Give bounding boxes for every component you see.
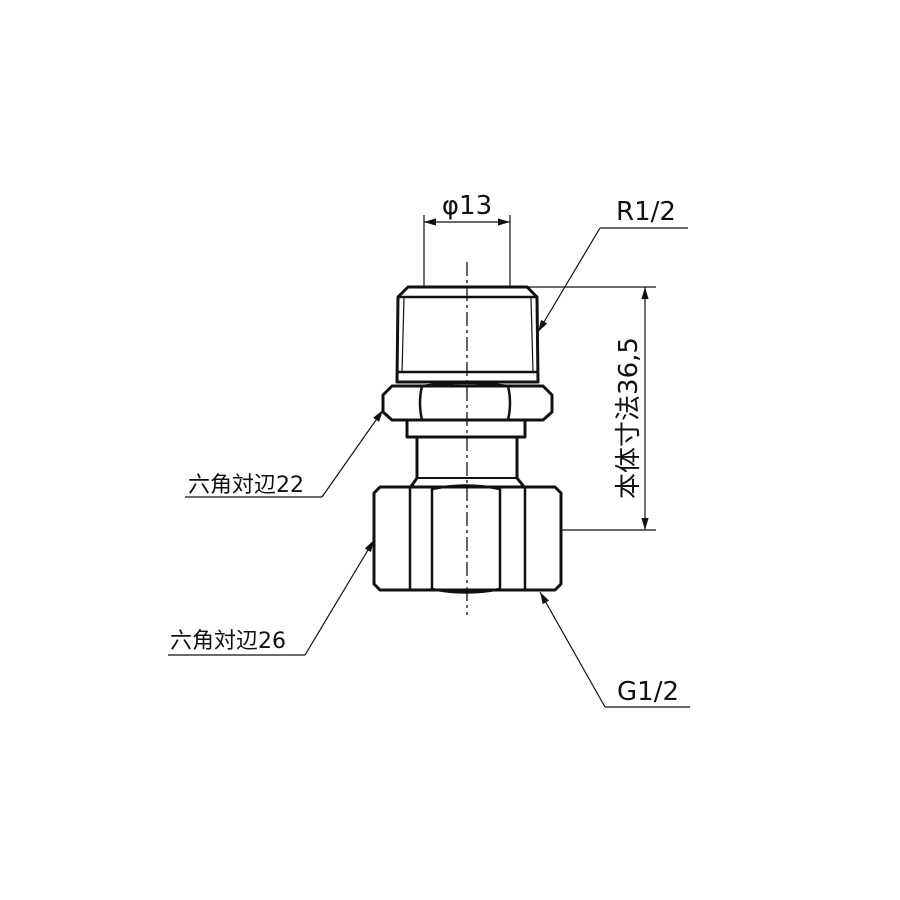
leader-r12: R1/2 — [537, 197, 688, 333]
height-label: 本体寸法36,5 — [614, 337, 644, 499]
diameter-dimension: φ13 — [423, 191, 511, 287]
hex-nut-22 — [381, 381, 554, 425]
diameter-label: φ13 — [442, 191, 492, 221]
thread-top-label: R1/2 — [616, 197, 676, 227]
male-thread-r12 — [395, 285, 540, 384]
collar — [405, 418, 527, 439]
leader-hex26: 六角対辺26 — [168, 539, 375, 656]
leader-g12: G1/2 — [539, 591, 690, 708]
hex-small-label: 六角対辺22 — [188, 473, 304, 498]
hex-large-label: 六角対辺26 — [170, 629, 286, 654]
leader-hex22: 六角対辺22 — [185, 409, 384, 498]
thread-bottom-label: G1/2 — [617, 677, 679, 707]
height-dimension: 本体寸法36,5 — [527, 286, 656, 531]
